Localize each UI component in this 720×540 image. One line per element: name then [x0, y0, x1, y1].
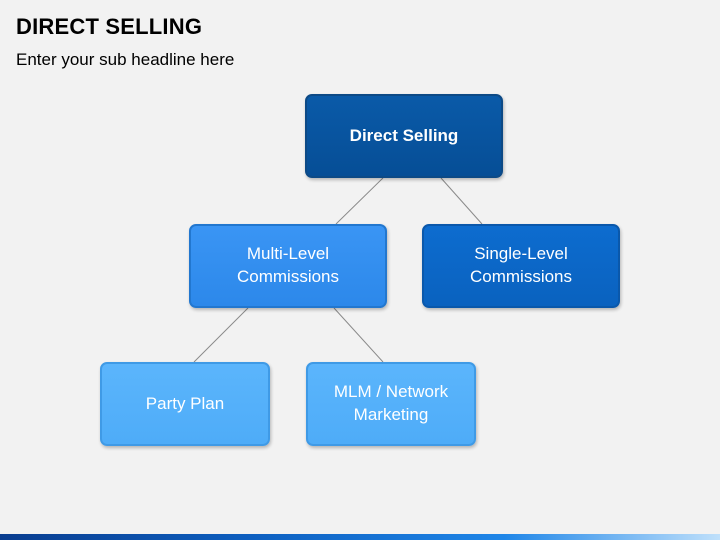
connector-multi-level-to-mlm — [333, 307, 384, 363]
node-single-level-commissions: Single-Level Commissions — [422, 224, 620, 308]
connector-root-to-single-level — [440, 177, 483, 225]
node-multi-level-commissions: Multi-Level Commissions — [189, 224, 387, 308]
node-direct-selling: Direct Selling — [305, 94, 503, 178]
footer-gradient-bar — [0, 534, 720, 540]
slide-subtitle: Enter your sub headline here — [16, 50, 235, 69]
connector-root-to-multi-level — [335, 177, 384, 225]
node-mlm-network-marketing: MLM / Network Marketing — [306, 362, 476, 446]
connector-multi-level-to-party-plan — [193, 307, 249, 363]
slide-title: DIRECT SELLING — [16, 14, 203, 39]
node-party-plan: Party Plan — [100, 362, 270, 446]
